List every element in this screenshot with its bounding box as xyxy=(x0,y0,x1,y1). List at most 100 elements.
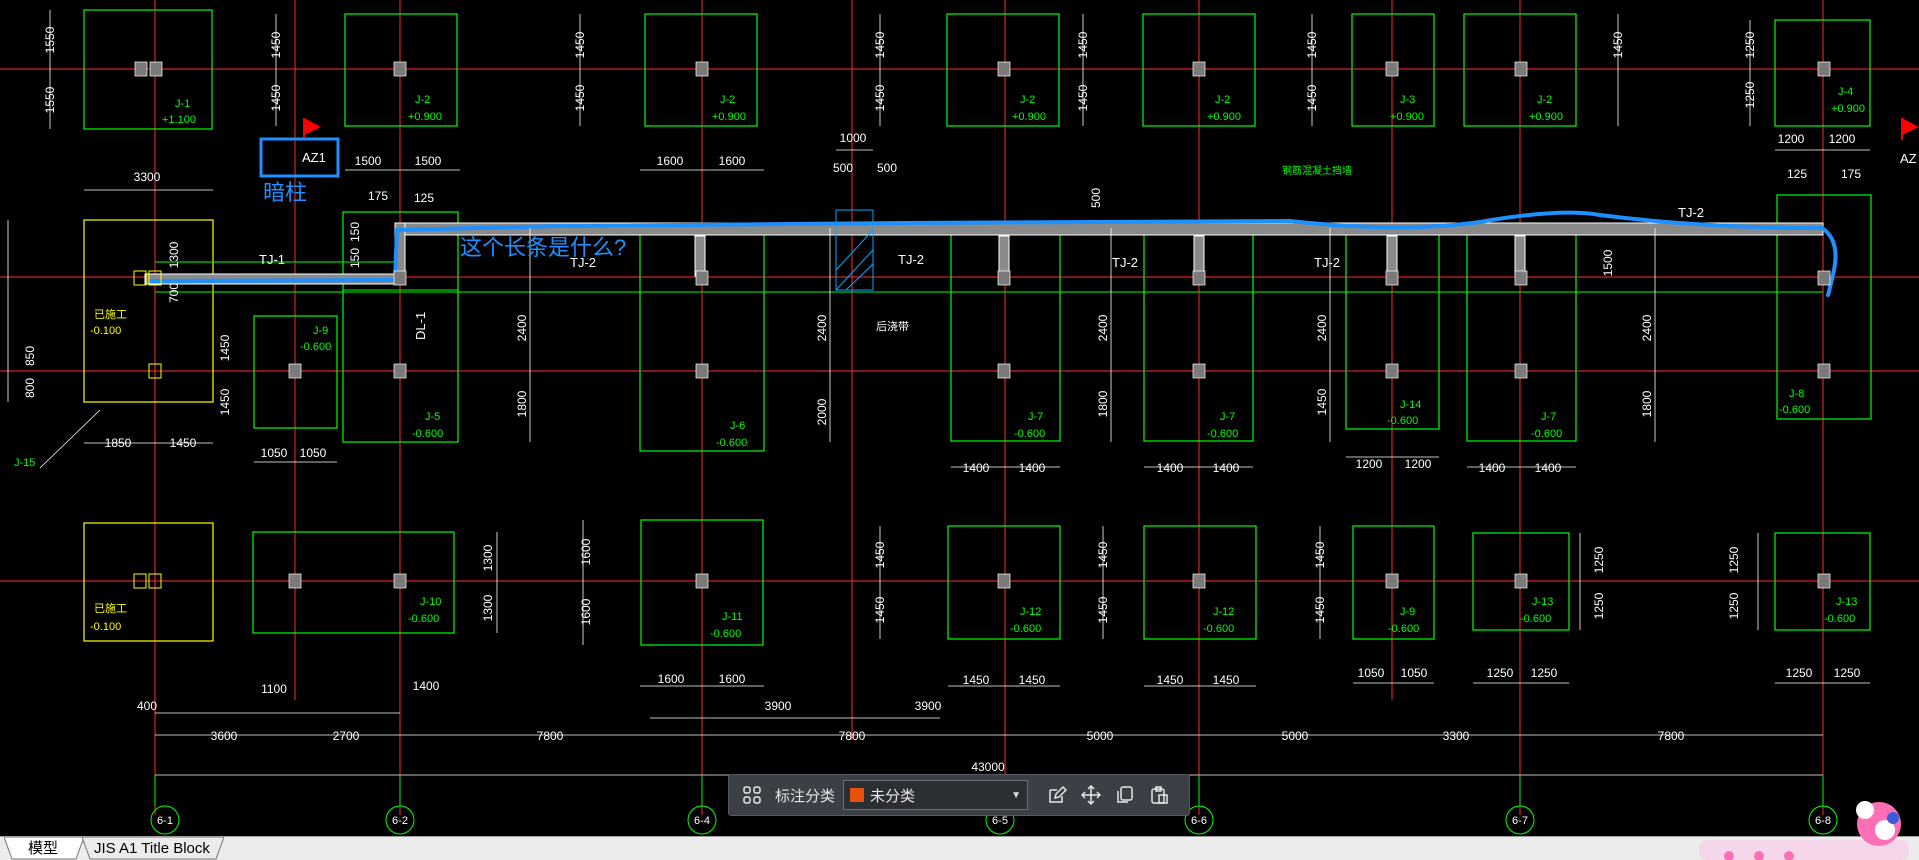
spacing-label: 5000 xyxy=(1282,729,1309,743)
footing-elev: -0.600 xyxy=(1207,428,1238,440)
spacing-label: 3300 xyxy=(1443,729,1470,743)
dim-text: 1600 xyxy=(658,672,685,686)
dim-text: 1600 xyxy=(657,154,684,168)
dim-text: 1250 xyxy=(1531,666,1558,680)
dim-text: 175 xyxy=(368,189,388,203)
boxed-label-note: 暗柱 xyxy=(263,180,307,205)
flag-markers xyxy=(303,118,1919,140)
dim-text: 1850 xyxy=(105,436,132,450)
vdim-text: 1450 xyxy=(269,84,283,111)
footing-id: J-2 xyxy=(1537,94,1552,106)
dim-text: 500 xyxy=(877,161,897,175)
axis-spacing-labels: 3600 2700 7800 7800 5000 5000 3300 7800 … xyxy=(137,699,1685,774)
footing-id: J-2 xyxy=(415,94,430,106)
tab-model[interactable]: 模型 xyxy=(4,837,84,860)
tab-layout[interactable]: JIS A1 Title Block xyxy=(82,837,224,860)
dim-text: 1400 xyxy=(963,461,990,475)
spacing-label: 3600 xyxy=(211,729,238,743)
vdim-text: 1300 xyxy=(481,594,495,621)
dim-text: 1050 xyxy=(1358,666,1385,680)
dim-text: 1100 xyxy=(261,682,287,696)
axis-bubble-label: 6-4 xyxy=(694,815,710,827)
dim-text: 1200 xyxy=(1829,132,1856,146)
existing-columns xyxy=(133,270,162,589)
footing-elev: -0.600 xyxy=(408,613,439,625)
paste-icon[interactable] xyxy=(1142,778,1176,812)
vdim-text: 1600 xyxy=(579,598,593,625)
cad-drawing-canvas[interactable]: 6-1 6-2 6-4 6-5 6-6 6-7 6-8 3600 2700 78… xyxy=(0,0,1919,836)
dim-text: 1050 xyxy=(261,446,288,460)
move-icon[interactable] xyxy=(1074,778,1108,812)
category-label: 标注分类 xyxy=(775,787,836,805)
vdim-text: 2400 xyxy=(1096,314,1110,341)
category-dropdown[interactable]: 未分类 ▼ xyxy=(843,780,1029,810)
dim-text: 1200 xyxy=(1405,457,1432,471)
footings-top-outlines xyxy=(83,9,1871,130)
beam-label-dl1: DL-1 xyxy=(413,312,428,340)
annotation-toolbar: 标注分类 未分类 ▼ xyxy=(728,774,1190,816)
layout-tab-bar: 模型 JIS A1 Title Block xyxy=(0,836,1919,860)
footing-id: J-8 xyxy=(1789,388,1804,400)
beam-note: 钢筋混凝土挡墙 xyxy=(1282,164,1352,177)
footing-id: J-2 xyxy=(1020,94,1035,106)
dim-text: 1450 xyxy=(1213,673,1240,687)
vdim-text: 1450 xyxy=(1076,84,1090,111)
footing-id: J-13 xyxy=(1836,596,1857,608)
axis-bubble-circles xyxy=(150,775,1838,835)
vdim-text: 1450 xyxy=(873,596,887,623)
edit-icon[interactable] xyxy=(1040,778,1074,812)
dim-text: 3300 xyxy=(134,170,161,184)
leader-label: J-15 xyxy=(14,457,35,469)
vdim-text: 1250 xyxy=(1743,31,1757,58)
dim-text: 125 xyxy=(1787,167,1807,181)
footing-elev: -0.600 xyxy=(710,628,741,640)
dimension-lines xyxy=(7,10,1870,776)
vdim-text: 1550 xyxy=(43,26,57,53)
dim-text: 1450 xyxy=(1157,673,1184,687)
axis-bubble-label: 6-1 xyxy=(157,815,173,827)
axis-bubble-label: 6-5 xyxy=(992,815,1008,827)
boxed-label-az1: AZ1 xyxy=(302,150,326,165)
vdim-text: 1450 xyxy=(1315,388,1329,415)
footing-elev: +0.900 xyxy=(1529,111,1563,123)
dim-text: 1250 xyxy=(1786,666,1813,680)
footing-elev: -0.600 xyxy=(1010,623,1041,635)
column-markers xyxy=(134,61,1831,589)
axis-bubble-label: 6-2 xyxy=(392,815,408,827)
dim-text: 1250 xyxy=(1834,666,1861,680)
vdim-text: 2400 xyxy=(1640,314,1654,341)
vdim-text: 1450 xyxy=(573,31,587,58)
vdim-text: 800 xyxy=(23,378,37,398)
vdim-text: 1450 xyxy=(1313,541,1327,568)
copy-icon[interactable] xyxy=(1108,778,1142,812)
vdim-text: 1450 xyxy=(1096,596,1110,623)
vdim-text: 1800 xyxy=(1640,390,1654,417)
vdim-text: 150 xyxy=(348,222,362,242)
dim-text: 1450 xyxy=(963,673,990,687)
dim-3900: 3900 xyxy=(765,699,792,713)
dim-400: 400 xyxy=(137,699,157,713)
footing-elev: -0.600 xyxy=(300,341,331,353)
dim-text: 1400 xyxy=(1213,461,1240,475)
beam-label-tj2: TJ-2 xyxy=(570,255,596,270)
footing-id: J-13 xyxy=(1532,596,1553,608)
beam-label-tj2: TJ-2 xyxy=(1678,205,1704,220)
question-annotation: 这个长条是什么? xyxy=(460,235,626,260)
axis-bubble-labels: 6-1 6-2 6-4 6-5 6-6 6-7 6-8 xyxy=(157,815,1831,827)
category-swatch xyxy=(850,788,865,802)
footing-id: J-11 xyxy=(722,611,743,623)
vdim-text: 1450 xyxy=(1305,84,1319,111)
vdim-text: 2400 xyxy=(1315,314,1329,341)
dim-text: 1400 xyxy=(1157,461,1184,475)
grid-icon[interactable] xyxy=(735,778,769,812)
right-edge-label: AZ xyxy=(1900,151,1917,166)
existing-footings xyxy=(83,219,214,642)
dim-text: 1500 xyxy=(415,154,442,168)
footing-elev: -0.600 xyxy=(1824,613,1855,625)
vdim-text: 700 xyxy=(167,283,181,303)
dim-text: 500 xyxy=(833,161,853,175)
vdim-text: 1300 xyxy=(167,241,181,268)
spacing-label: 7800 xyxy=(839,729,866,743)
footing-elev: -0.600 xyxy=(1531,428,1562,440)
vdim-text: 1800 xyxy=(1096,390,1110,417)
